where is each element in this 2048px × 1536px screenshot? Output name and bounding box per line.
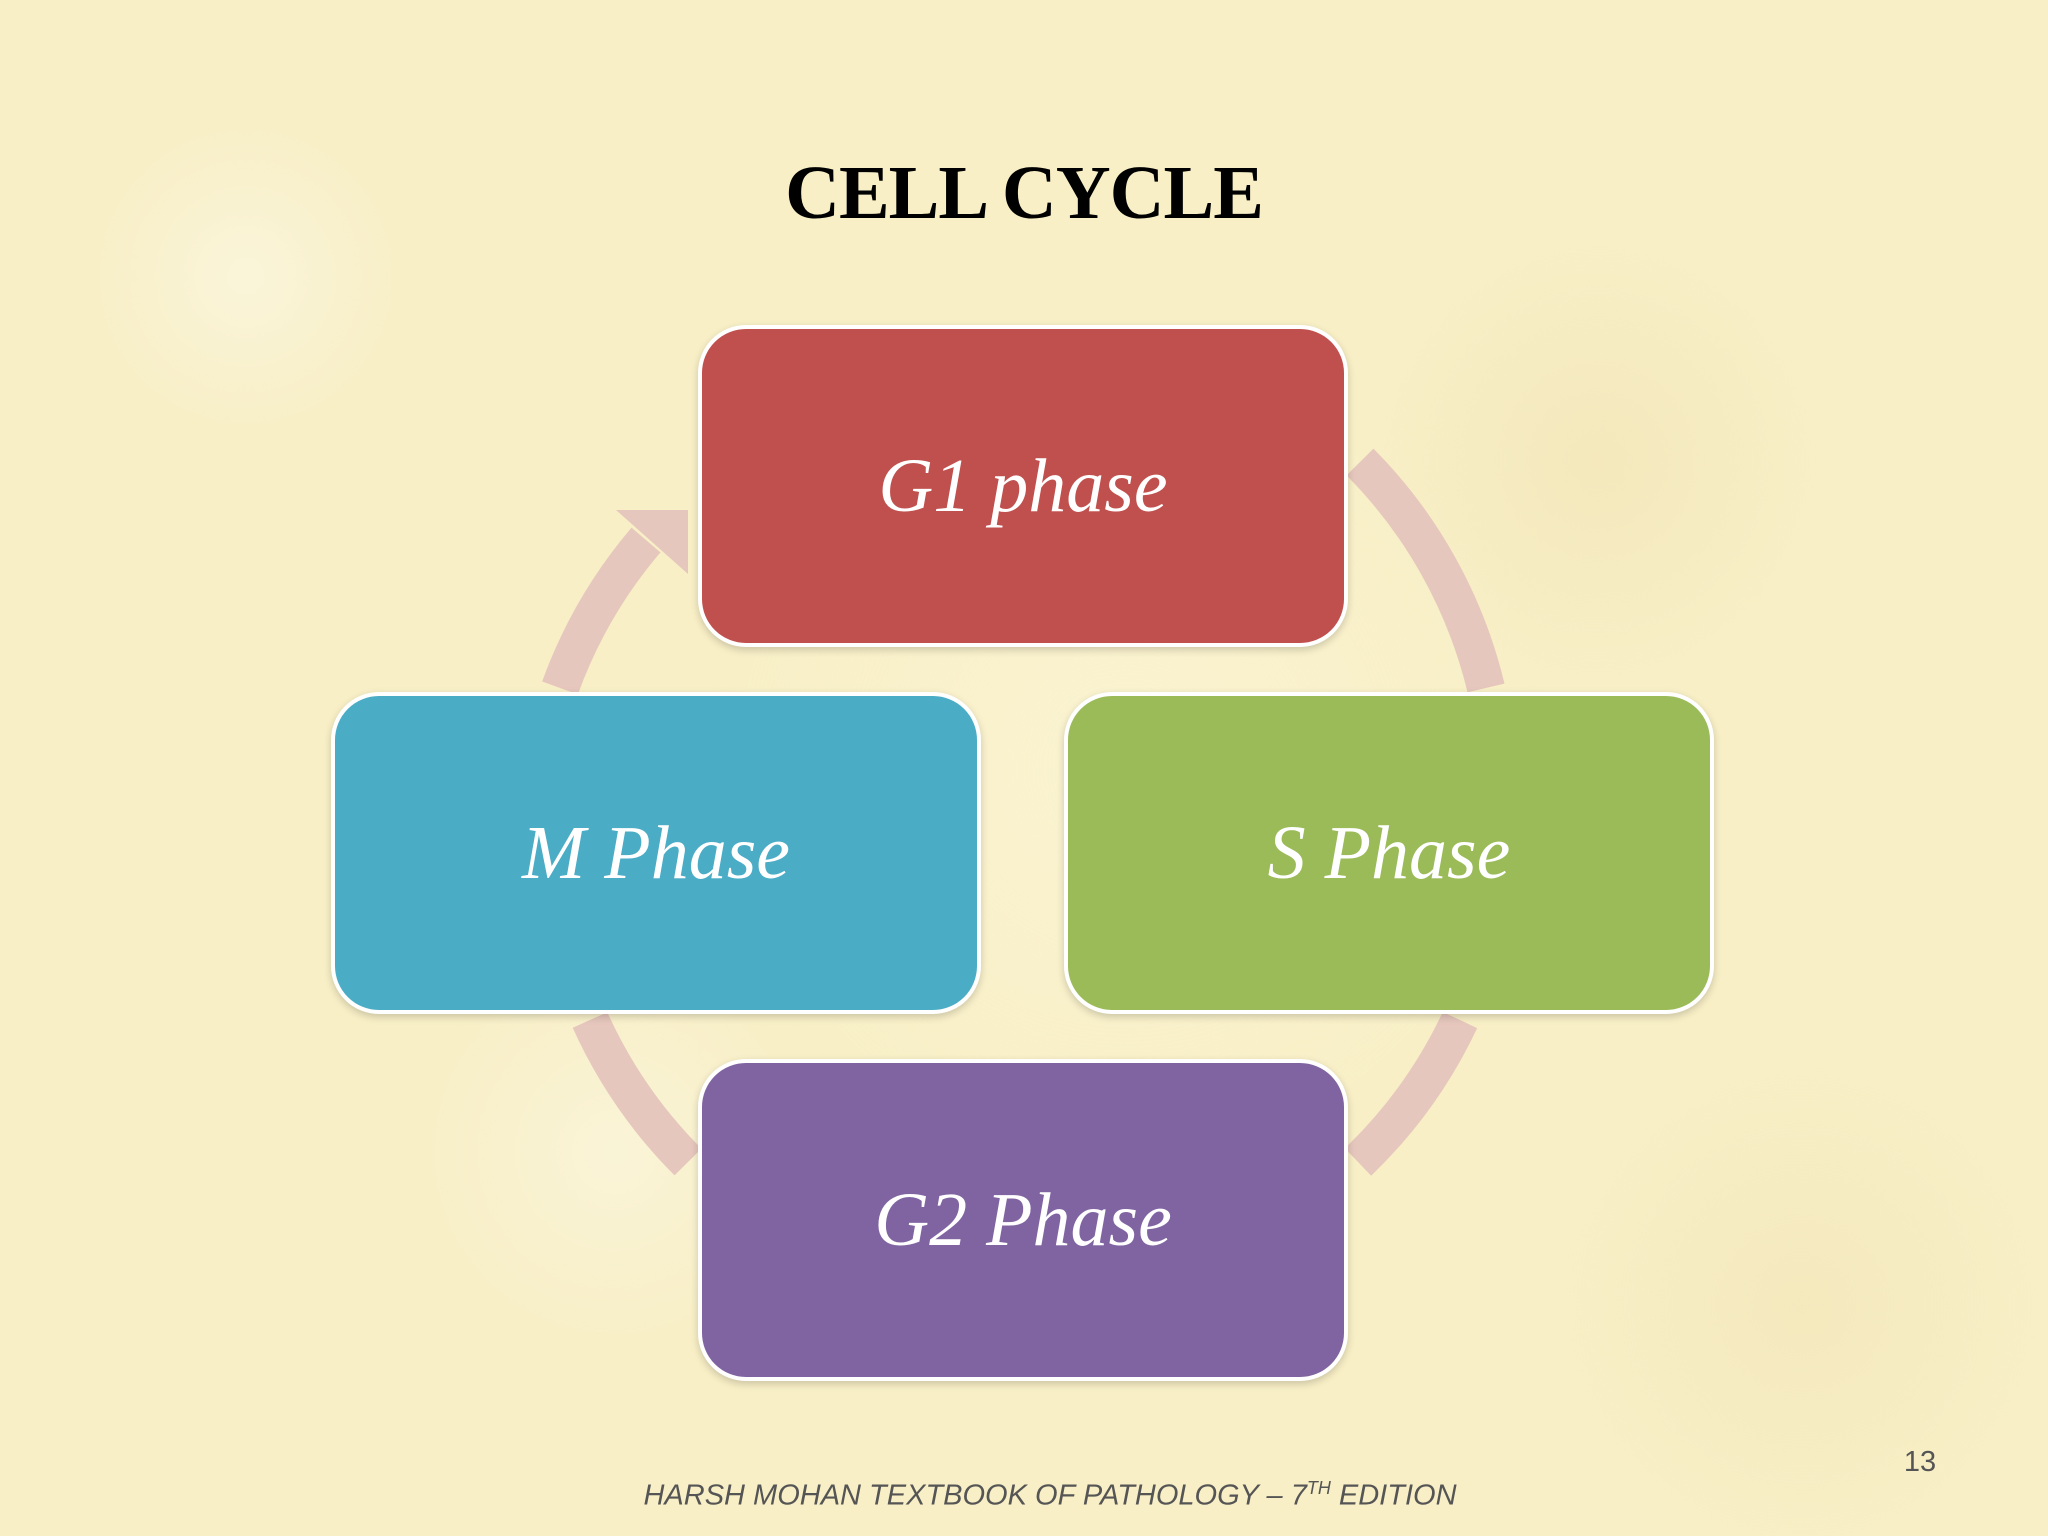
footer-suffix: EDITION <box>1330 1479 1457 1512</box>
cycle-arrow-segment-m-g1 <box>542 527 661 695</box>
phase-label-m: M Phase <box>521 810 791 895</box>
phase-box-m: M Phase <box>331 692 981 1014</box>
cycle-arrow-segment-s-g2 <box>1344 1011 1478 1176</box>
cycle-arrow-head <box>616 510 688 574</box>
cycle-arrow-segment-g2-m <box>572 1012 702 1176</box>
page-number: 13 <box>1903 1446 1937 1478</box>
phase-label-g1: G1 phase <box>878 443 1168 528</box>
phase-box-s: S Phase <box>1064 692 1714 1014</box>
phase-box-g1: G1 phase <box>698 325 1348 647</box>
footer-citation: HARSH MOHAN TEXTBOOK OF PATHOLOGY – 7TH … <box>0 1478 2048 1513</box>
footer-prefix: HARSH MOHAN TEXTBOOK OF PATHOLOGY – 7 <box>643 1479 1307 1512</box>
phase-label-s: S Phase <box>1267 810 1511 895</box>
footer-superscript: TH <box>1306 1478 1331 1498</box>
cycle-arrow-segment-g1-s <box>1346 448 1505 693</box>
phase-label-g2: G2 Phase <box>874 1177 1172 1262</box>
phase-box-g2: G2 Phase <box>698 1059 1348 1381</box>
slide-title: CELL CYCLE <box>785 151 1264 235</box>
